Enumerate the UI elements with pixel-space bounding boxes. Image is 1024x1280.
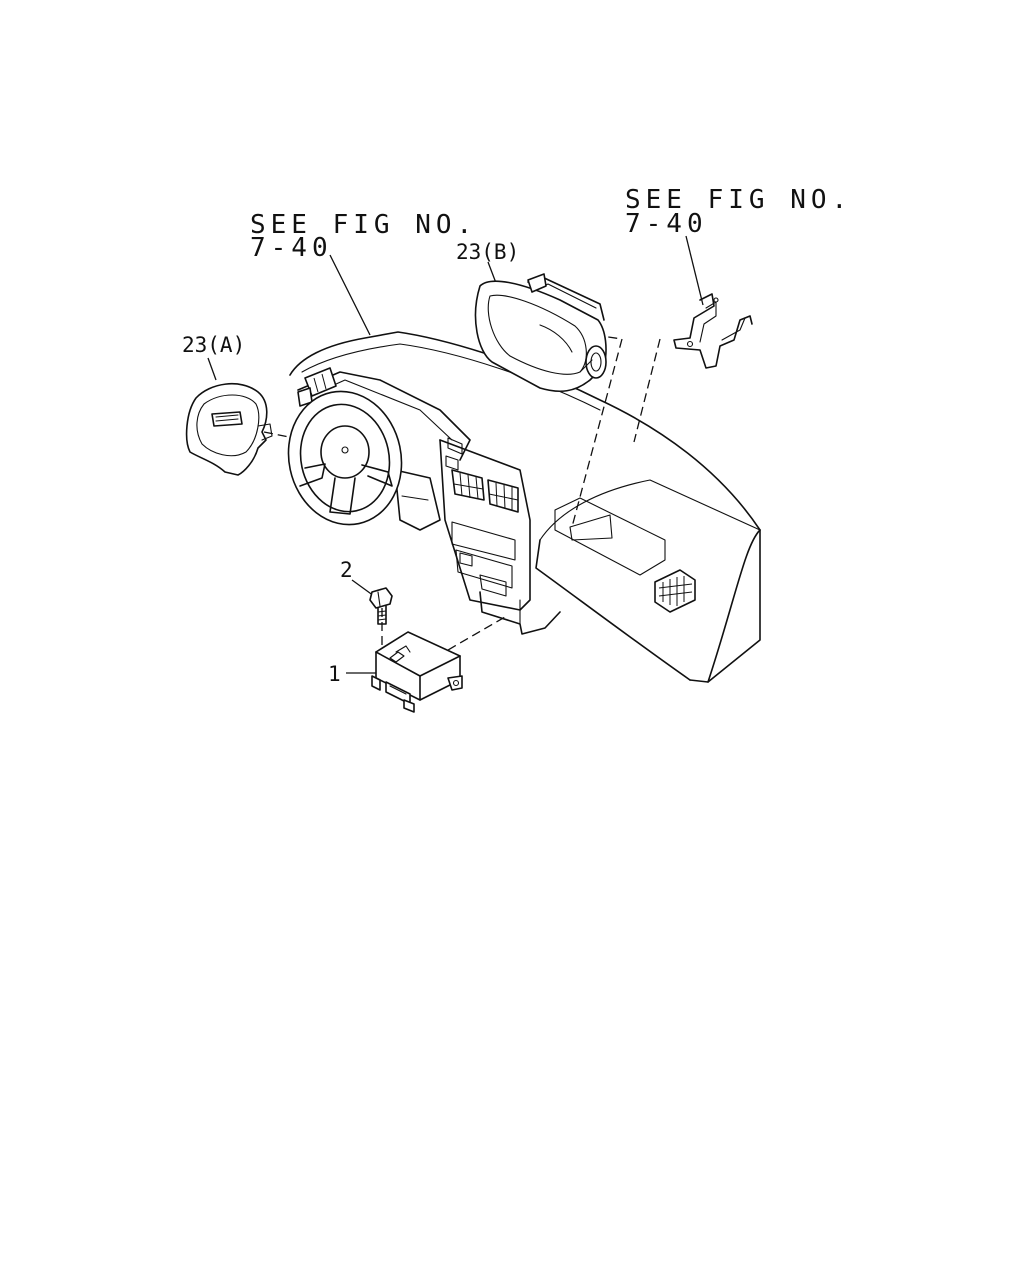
see-fig-left-line1: SEE FIG NO. (250, 210, 477, 240)
steering-wheel (287, 390, 403, 526)
srs-control-unit-part-1 (371, 631, 463, 713)
center-vent-grilles (453, 472, 519, 511)
callout-23a: 23(A) (182, 333, 245, 357)
see-fig-left-line2: 7-40 (250, 233, 333, 263)
callout-23b: 23(B) (456, 240, 519, 264)
passenger-vent-grille (658, 576, 693, 606)
callout-2: 2 (340, 558, 353, 582)
leader-lines (207, 235, 704, 674)
passenger-airbag-module-23b (474, 273, 607, 393)
callout-1: 1 (328, 662, 341, 686)
driver-airbag-module-23a (185, 383, 273, 476)
see-fig-right-line1: SEE FIG NO. (625, 185, 852, 215)
instrument-panel (289, 331, 761, 683)
see-fig-right-line2: 7-40 (625, 209, 708, 239)
mounting-bracket (673, 293, 753, 369)
bolt-part-2 (369, 587, 393, 625)
